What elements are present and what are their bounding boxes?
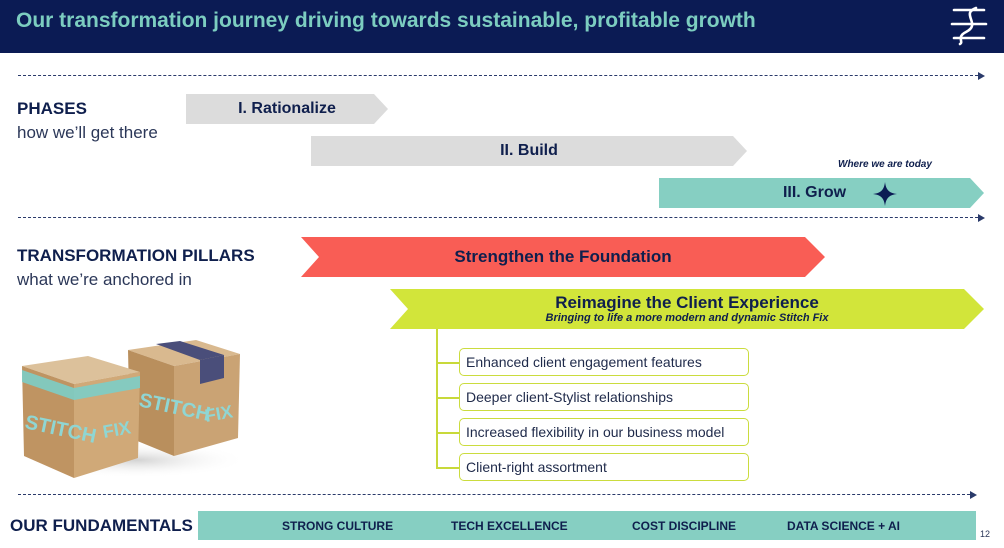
stitch-fix-boxes-image: STITCH FIX STITCH FIX xyxy=(18,310,250,482)
divider-top xyxy=(18,75,978,76)
pillar-strengthen-foundation: Strengthen the Foundation xyxy=(301,237,825,277)
divider-bottom-arrow-icon xyxy=(970,491,977,499)
divider-top-arrow-icon xyxy=(978,72,985,80)
pillar-client-experience-subtitle: Bringing to life a more modern and dynam… xyxy=(546,312,829,325)
stitch-fix-logo-icon xyxy=(946,4,992,46)
header-banner: Our transformation journey driving towar… xyxy=(0,0,1004,53)
fundamental-data-science-ai: DATA SCIENCE + AI xyxy=(787,519,900,533)
phase-grow: III. Grow xyxy=(659,178,984,208)
phases-title: PHASES xyxy=(17,99,87,119)
page-title: Our transformation journey driving towar… xyxy=(16,9,756,33)
fundamental-strong-culture: STRONG CULTURE xyxy=(282,519,393,533)
star-icon xyxy=(872,181,898,207)
phase-build: II. Build xyxy=(311,136,747,166)
fundamental-tech-excellence: TECH EXCELLENCE xyxy=(451,519,568,533)
list-item: Increased flexibility in our business mo… xyxy=(459,418,749,446)
pillars-title: TRANSFORMATION PILLARS xyxy=(17,246,255,266)
phases-subtitle: how we’ll get there xyxy=(17,123,158,143)
fundamental-cost-discipline: COST DISCIPLINE xyxy=(632,519,736,533)
phase-grow-label: III. Grow xyxy=(783,184,846,202)
phase-rationalize: I. Rationalize xyxy=(186,94,388,124)
phase-build-label: II. Build xyxy=(500,142,558,160)
tree-connector-branch xyxy=(436,432,459,434)
list-item: Enhanced client engagement features xyxy=(459,348,749,376)
tree-connector-branch xyxy=(436,467,459,469)
pillars-subtitle: what we’re anchored in xyxy=(17,270,192,290)
tree-connector-branch xyxy=(436,362,459,364)
page-number: 12 xyxy=(980,529,990,539)
list-item: Deeper client-Stylist relationships xyxy=(459,383,749,411)
divider-middle-arrow-icon xyxy=(978,214,985,222)
where-we-are-today-note: Where we are today xyxy=(838,159,932,170)
tree-connector-branch xyxy=(436,397,459,399)
pillar-reimagine-client-experience: Reimagine the Client Experience Bringing… xyxy=(390,289,984,329)
fundamentals-bar: STRONG CULTURE TECH EXCELLENCE COST DISC… xyxy=(198,511,976,540)
fundamentals-title: OUR FUNDAMENTALS xyxy=(10,516,193,536)
list-item: Client-right assortment xyxy=(459,453,749,481)
divider-middle xyxy=(18,217,978,218)
pillar-foundation-label: Strengthen the Foundation xyxy=(454,247,671,267)
divider-bottom xyxy=(18,494,970,495)
pillar-client-experience-title: Reimagine the Client Experience xyxy=(555,293,819,312)
phase-rationalize-label: I. Rationalize xyxy=(238,100,336,118)
